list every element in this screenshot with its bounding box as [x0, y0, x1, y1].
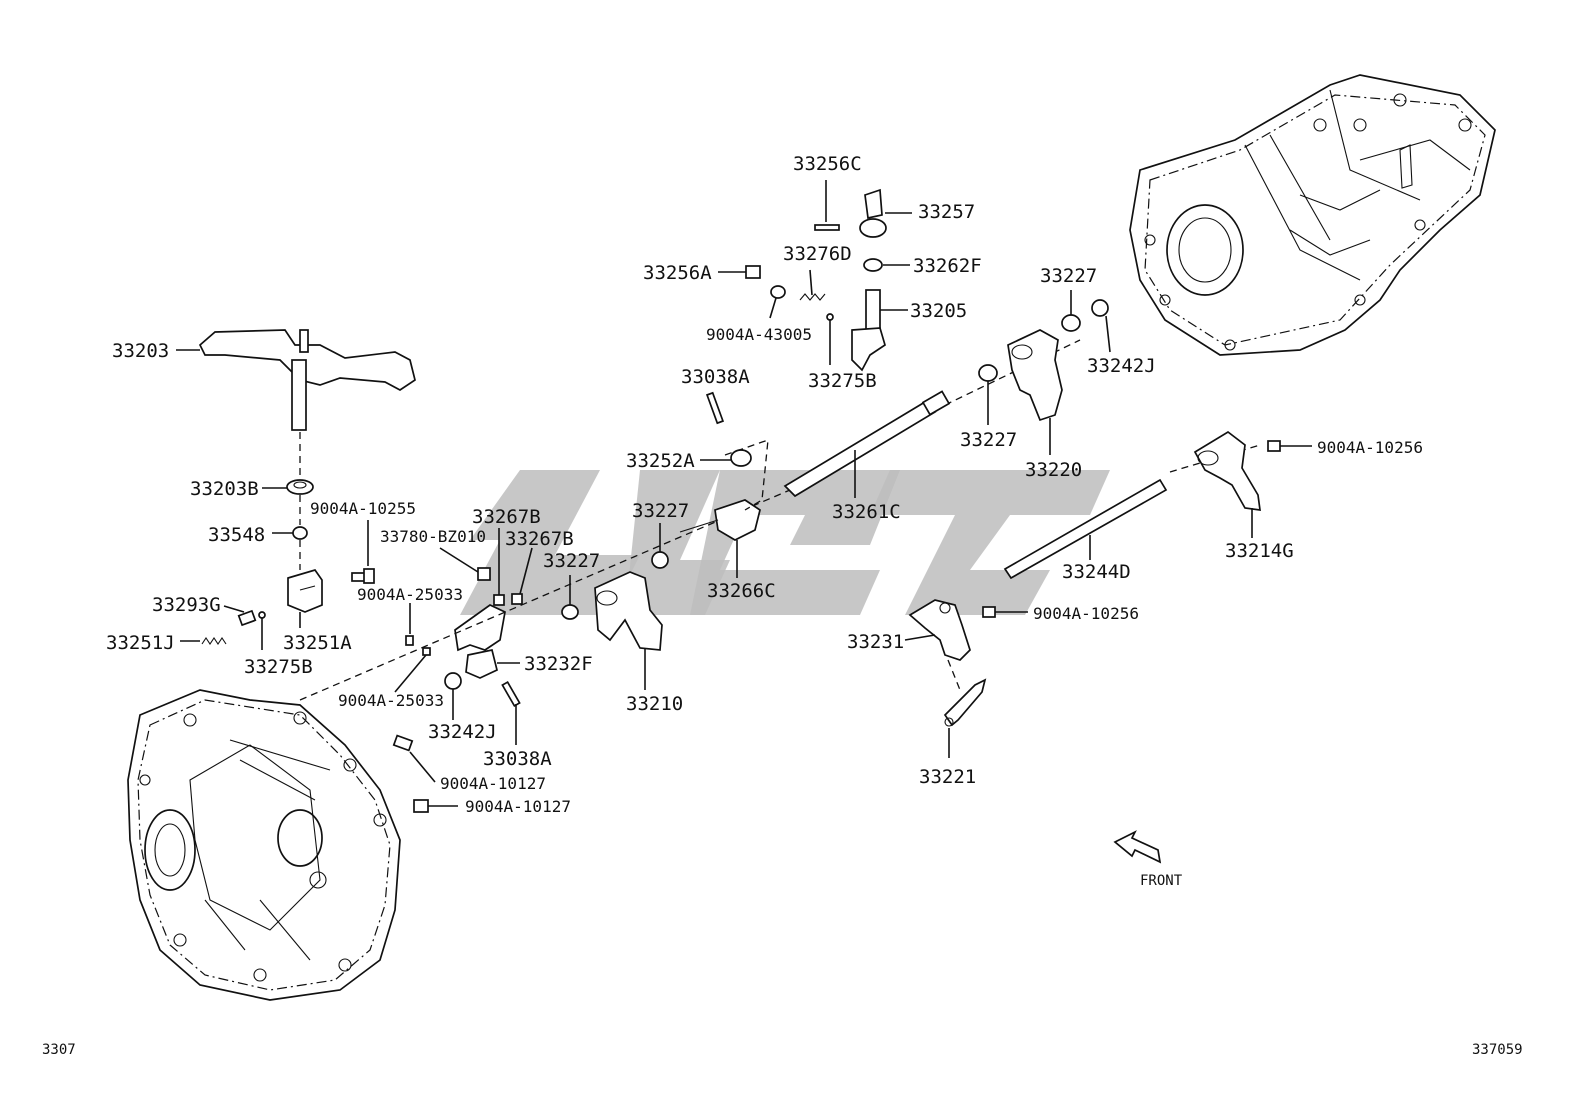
part-33221 [943, 678, 987, 758]
label-33242J-left: 33242J [428, 721, 497, 743]
part-33256A [718, 265, 761, 279]
part-9004A-25033-a [405, 603, 414, 646]
label-33203B: 33203B [190, 478, 259, 500]
part-33244D-shift-shaft [1003, 478, 1168, 580]
part-33038A-top-pin [705, 391, 725, 425]
part-9004A-10127-a-bolt [392, 734, 436, 783]
part-9004A-10256-a-bolt [1267, 440, 1312, 452]
part-33266C-shift-head [679, 499, 761, 578]
label-33267B-b: 33267B [505, 528, 574, 550]
part-33220-shift-fork [1007, 329, 1063, 455]
label-33227-center: 33227 [632, 500, 689, 522]
label-33220: 33220 [1025, 459, 1082, 481]
label-33275B-left: 33275B [244, 656, 313, 678]
part-33252A [700, 439, 769, 511]
label-33261C: 33261C [832, 501, 901, 523]
part-33251A-block [287, 569, 323, 628]
part-33227-mid-bushing [978, 364, 998, 425]
part-33038A-bottom-pin [501, 680, 521, 745]
label-9004A-10127-b: 9004A-10127 [465, 797, 571, 816]
part-33203-shift-lever [176, 329, 416, 431]
callout-labels: 33256C 33257 33276D 33262F 33256A 33205 … [42, 153, 1523, 1058]
part-33548 [272, 526, 308, 540]
label-33251J: 33251J [106, 632, 175, 654]
label-33227-topright: 33227 [1040, 265, 1097, 287]
label-33244D: 33244D [1062, 561, 1131, 583]
label-33251A: 33251A [283, 632, 352, 654]
label-9004A-10255: 9004A-10255 [310, 499, 416, 518]
label-33227-mid: 33227 [960, 429, 1017, 451]
part-33227-topright-bushing [1061, 290, 1081, 332]
label-33252A: 33252A [626, 450, 695, 472]
label-33203: 33203 [112, 340, 169, 362]
label-33267B-a: 33267B [472, 506, 541, 528]
part-33276D-spring [799, 269, 826, 301]
part-33267B-a [493, 528, 505, 606]
label-33231: 33231 [847, 631, 904, 653]
label-9004A-43005: 9004A-43005 [706, 325, 812, 344]
part-33780-BZ010 [439, 547, 491, 581]
page-code-left: 3307 [42, 1042, 76, 1058]
part-33214G-shift-fork [1193, 430, 1261, 538]
part-33261C-shift-shaft [783, 390, 951, 498]
part-9004A-10255-bolt [351, 520, 375, 584]
part-33262F [863, 258, 910, 272]
label-33293G: 33293G [152, 594, 221, 616]
label-33548: 33548 [208, 524, 265, 546]
part-9004A-43005 [769, 285, 786, 319]
label-33275B-top: 33275B [808, 370, 877, 392]
front-label: FRONT [1140, 873, 1183, 889]
label-9004A-10127-a: 9004A-10127 [440, 774, 546, 793]
part-33275B-ball-top [826, 313, 834, 365]
label-9004A-25033-b: 9004A-25033 [338, 691, 444, 710]
label-33242J-right: 33242J [1087, 355, 1156, 377]
transmission-case-left [127, 689, 401, 1001]
label-33227-left: 33227 [543, 550, 600, 572]
part-33227-left-bushing [561, 575, 579, 620]
label-33256C: 33256C [793, 153, 862, 175]
part-33227-center-bushing [651, 523, 669, 569]
part-9004A-10127-b-bolt [413, 799, 458, 813]
label-33780-BZ010: 33780-BZ010 [380, 527, 486, 546]
part-33267B-b [511, 547, 533, 605]
part-33256C-pin [814, 180, 840, 231]
label-33276D: 33276D [783, 243, 852, 265]
part-33210-shift-fork [594, 571, 663, 690]
label-33256A: 33256A [643, 262, 712, 284]
part-33293G [223, 605, 257, 627]
label-33038A-top: 33038A [681, 366, 750, 388]
label-33232F: 33232F [524, 653, 593, 675]
part-9004A-25033-b [394, 647, 431, 693]
label-33038A-bottom: 33038A [483, 748, 552, 770]
part-33275B-ball-left [258, 611, 266, 650]
label-33210: 33210 [626, 693, 683, 715]
label-33257: 33257 [918, 201, 975, 223]
label-33205: 33205 [910, 300, 967, 322]
label-9004A-10256-b: 9004A-10256 [1033, 604, 1139, 623]
part-selector-lever [454, 604, 520, 679]
page-code-right: 337059 [1472, 1042, 1523, 1058]
label-9004A-10256-a: 9004A-10256 [1317, 438, 1423, 457]
part-33242J-left [444, 672, 462, 720]
part-33257 [859, 188, 912, 238]
label-33266C: 33266C [707, 580, 776, 602]
label-33221: 33221 [919, 766, 976, 788]
part-33242J-right [1091, 299, 1111, 353]
part-33231-lever [904, 599, 971, 661]
part-9004A-10256-b-bolt [982, 606, 1028, 618]
label-9004A-25033-a: 9004A-25033 [357, 585, 463, 604]
label-33214G: 33214G [1225, 540, 1294, 562]
label-33262F: 33262F [913, 255, 982, 277]
transmission-case-right [1129, 74, 1496, 356]
front-direction-arrow-icon [1113, 830, 1162, 864]
part-33205 [851, 289, 908, 372]
watermark-logo [460, 470, 1110, 615]
part-33203B-washer [262, 479, 314, 495]
part-33251J-spring [180, 637, 227, 645]
